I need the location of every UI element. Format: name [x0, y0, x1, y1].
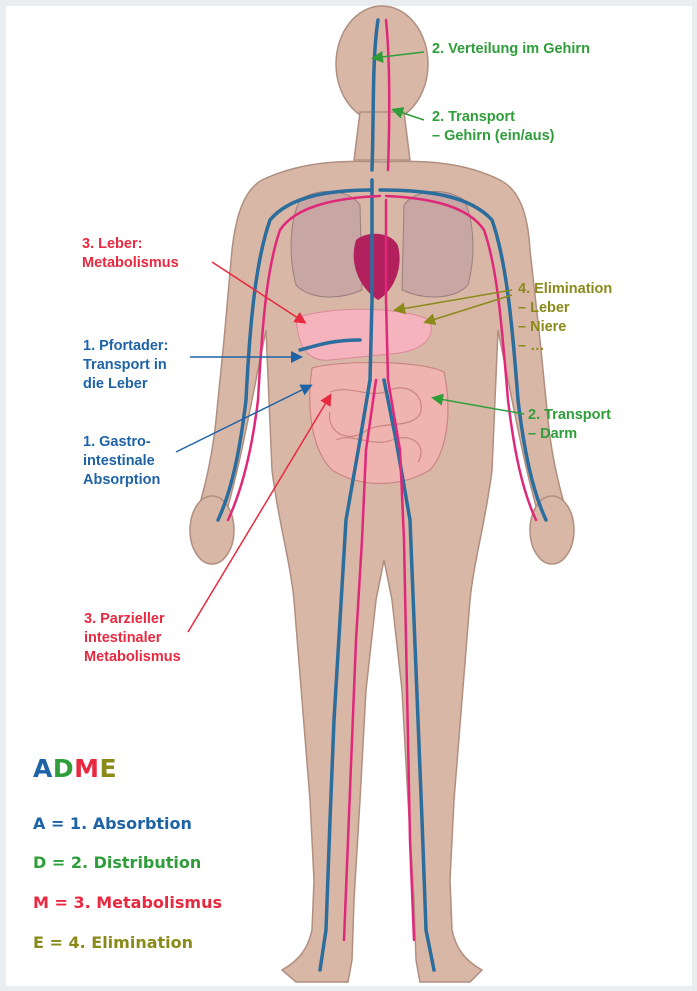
adme-row-distribution: D = 2. Distribution [33, 853, 201, 872]
label-verteilung-gehirn: 2. Verteilung im Gehirn [432, 40, 590, 59]
adme-row-metabolismus: M = 3. Metabolismus [33, 893, 222, 912]
label-leber-metabolismus: 3. Leber: Metabolismus [82, 235, 179, 273]
adme-letter-m: M [74, 754, 99, 783]
adme-row-absorption: A = 1. Absorbtion [33, 814, 192, 833]
label-gastro-absorption: 1. Gastro- intestinale Absorption [83, 433, 160, 490]
body-silhouette [190, 6, 574, 982]
label-intestinaler-metabolismus: 3. Parzieller intestinaler Metabolismus [84, 610, 181, 667]
adme-letter-d: D [53, 754, 74, 783]
adme-letter-a: A [33, 754, 53, 783]
label-transport-gehirn: 2. Transport – Gehirn (ein/aus) [432, 108, 554, 146]
label-transport-darm: 2. Transport – Darm [528, 406, 611, 444]
label-elimination: 4. Elimination – Leber – Niere – … [518, 280, 612, 356]
adme-row-elimination: E = 4. Elimination [33, 933, 193, 952]
label-pfortader: 1. Pfortader: Transport in die Leber [83, 337, 168, 394]
adme-title: ADME [33, 754, 117, 783]
adme-letter-e: E [100, 754, 118, 783]
intestines [310, 362, 448, 483]
